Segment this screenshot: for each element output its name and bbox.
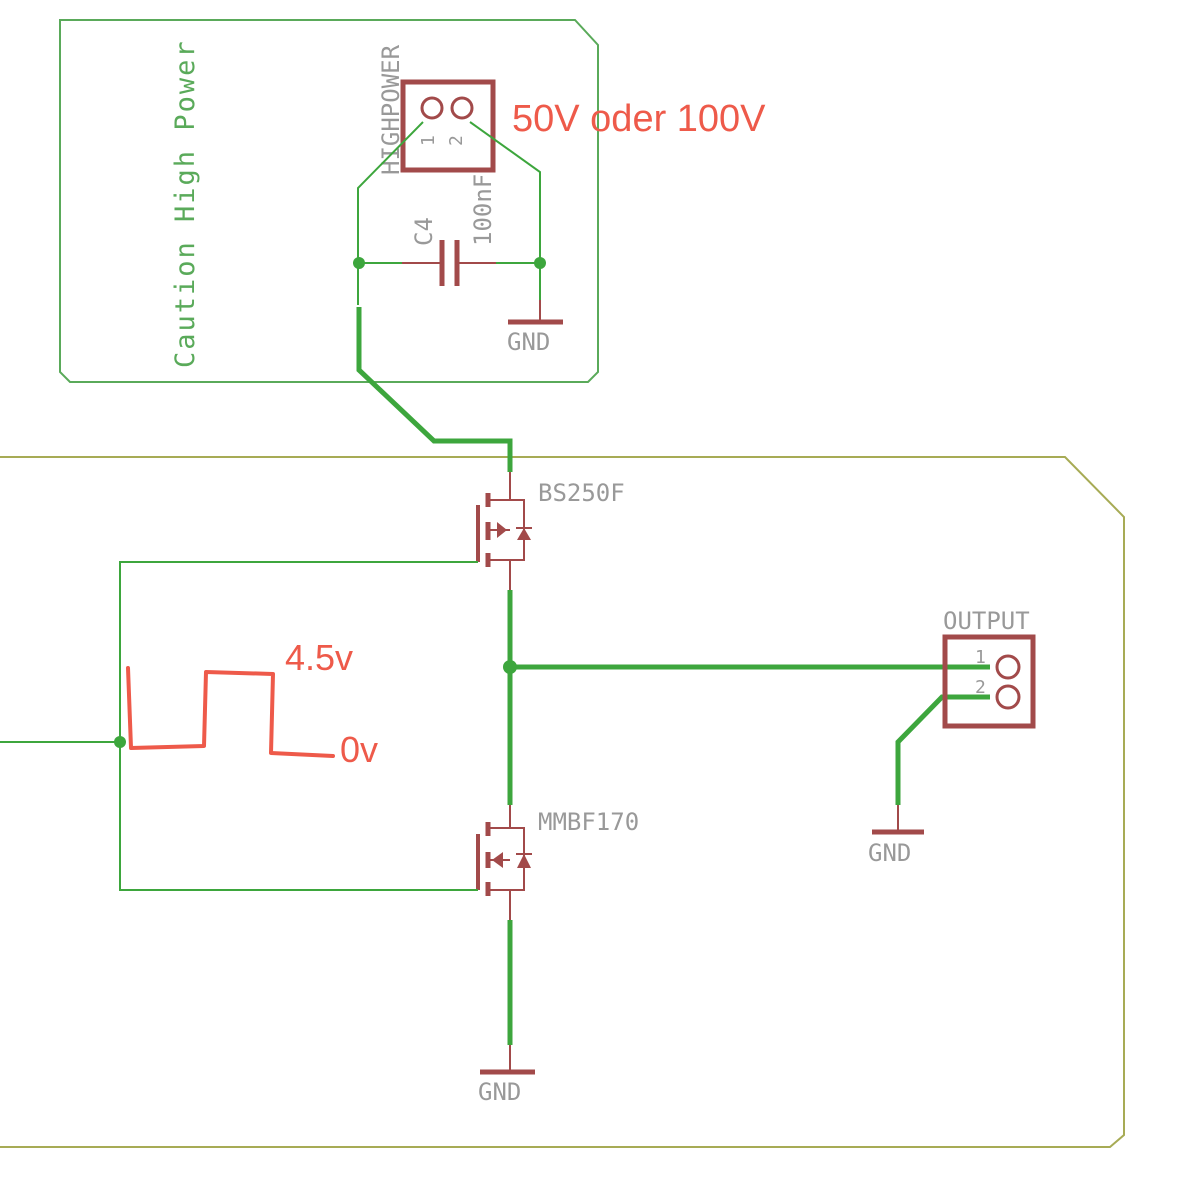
highpower-pin1-label: 1	[418, 135, 439, 146]
mosfet-mmbf170[interactable]	[476, 805, 532, 920]
high-level-label: 4.5v	[285, 637, 353, 678]
supply-annotation: 50V oder 100V	[512, 98, 766, 140]
caution-label: Caution High Power	[170, 39, 201, 368]
mosfet-bs250f[interactable]	[476, 472, 532, 590]
capacitor-value: 100nF	[469, 174, 497, 246]
supply-wire	[356, 307, 513, 472]
junction-dot	[353, 257, 365, 269]
outer-frame	[0, 456, 1125, 1148]
ground-symbol	[480, 1045, 535, 1075]
junction-dot	[534, 257, 546, 269]
output-pin2-label: 2	[975, 677, 986, 698]
capacitor-name: C4	[410, 217, 438, 246]
caution-frame	[59, 19, 599, 383]
ground-symbol	[872, 805, 924, 835]
bs250f-label: BS250F	[538, 479, 625, 507]
ground-symbol	[508, 300, 563, 325]
output-connector[interactable]	[942, 634, 1036, 729]
gate-nets	[0, 561, 478, 891]
capacitor-c4[interactable]	[402, 240, 496, 286]
low-level-label: 0v	[340, 729, 378, 770]
gnd-label: GND	[478, 1078, 521, 1106]
junction-dot	[114, 736, 126, 748]
gnd-label: GND	[507, 328, 550, 356]
mmbf170-label: MMBF170	[538, 808, 639, 836]
highpower-pin2-label: 2	[446, 135, 467, 146]
square-wave-annotation	[126, 666, 335, 758]
junction-dot	[503, 660, 517, 674]
highpower-connector[interactable]	[400, 79, 496, 173]
output-nets	[507, 590, 990, 1045]
output-label: OUTPUT	[943, 607, 1030, 635]
gnd-label: GND	[868, 839, 911, 867]
output-pin1-label: 1	[975, 647, 986, 668]
